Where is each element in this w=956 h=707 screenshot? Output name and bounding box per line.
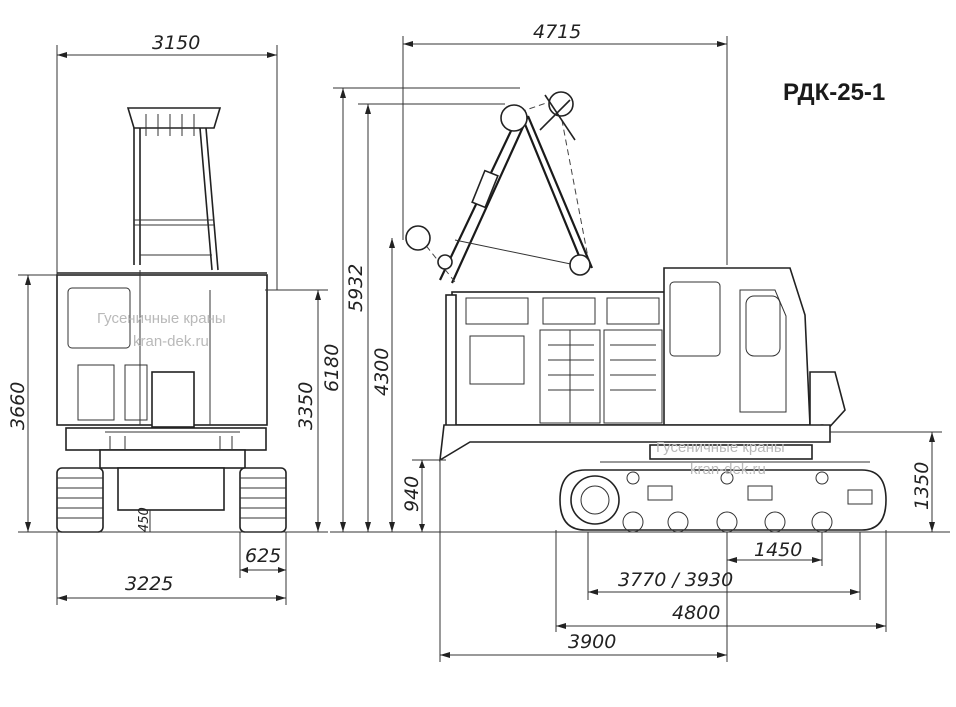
side-view: 4715 bbox=[321, 21, 950, 662]
dim-side-height-5932: 5932 bbox=[345, 264, 367, 312]
dim-side-height-1350: 1350 bbox=[911, 462, 933, 510]
dim-front-track-width: 625 bbox=[245, 545, 281, 567]
dim-front-total-width: 3225 bbox=[125, 573, 173, 595]
dim-side-3900: 3900 bbox=[568, 631, 616, 653]
watermark-url: kran-dek.ru bbox=[133, 333, 209, 350]
dim-front-body-height: 3350 bbox=[295, 382, 317, 430]
front-view: 3150 bbox=[7, 32, 328, 605]
dim-side-4800: 4800 bbox=[672, 602, 720, 624]
dim-front-top-width: 3150 bbox=[152, 32, 200, 54]
dim-side-top-length: 4715 bbox=[533, 21, 581, 43]
dim-side-height-6180: 6180 bbox=[321, 344, 343, 392]
watermark-text: Гусеничные краны bbox=[97, 310, 226, 327]
dim-side-1450: 1450 bbox=[754, 539, 802, 561]
watermark-url: kran-dek.ru bbox=[690, 461, 766, 478]
dim-front-total-height: 3660 bbox=[7, 382, 29, 430]
dim-side-height-940: 940 bbox=[401, 476, 423, 512]
watermark-text: Гусеничные краны bbox=[656, 439, 785, 456]
dim-side-3770-3930: 3770 / 3930 bbox=[618, 569, 733, 591]
watermark-front: Гусеничные краны kran-dek.ru bbox=[97, 310, 226, 350]
dim-side-height-4300: 4300 bbox=[371, 348, 393, 396]
dim-front-track-clearance: 450 bbox=[137, 507, 152, 532]
watermark-side: Гусеничные краны kran-dek.ru bbox=[656, 439, 785, 478]
model-label: РДК-25-1 bbox=[783, 79, 885, 106]
